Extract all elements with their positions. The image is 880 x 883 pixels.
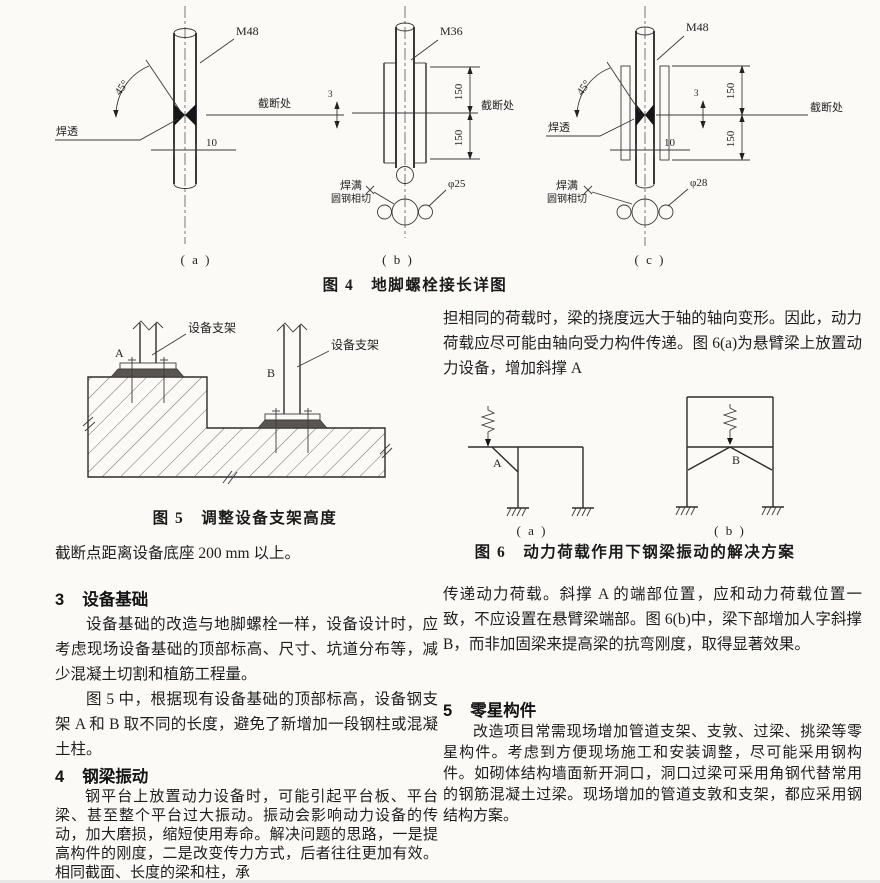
right-column-top-paragraph: 担相同的荷载时，梁的挠度远大于轴的轴向变形。因此，动力荷载应尽可能由轴向受力构件… xyxy=(443,306,862,381)
section4-number: 4 xyxy=(55,768,65,786)
section3-title: 设备基础 xyxy=(82,591,149,609)
fig4c-gap-dim: 3 xyxy=(694,88,699,98)
right-column-mid-paragraph: 传递动力荷载。斜撑 A 的端部位置，应和动力荷载位置一致，不应设置在悬臂梁端部。… xyxy=(443,582,862,657)
fig4c-cut-label: 截断处 xyxy=(810,100,843,114)
section4-body: 钢平台上放置动力设备时，可能引起平台板、平台梁、甚至整个平台过大振动。振动会影响… xyxy=(55,788,438,883)
fig4a-bolt-size-label: M48 xyxy=(236,24,259,38)
fig5-foundation xyxy=(82,376,393,485)
beam-deflection-text: 担相同的荷载时，梁的挠度远大于轴的轴向变形。因此，动力荷载应尽可能由轴向受力构件… xyxy=(443,310,862,377)
fig4c-sublabel: ( c ) xyxy=(635,252,666,267)
fig4c-lower-dim: 150 xyxy=(725,130,737,147)
fig4c-weld-full-label: 焊满 xyxy=(556,178,578,192)
cutoff-distance-text: 截断点距离设备底座 200 mm 以上。 xyxy=(55,545,300,562)
section4-paragraph-1: 钢平台上放置动力设备时，可能引起平台板、平台梁、甚至整个平台过大振动。振动会影响… xyxy=(55,789,438,881)
figure6-caption: 图 6 动力荷载作用下钢梁振动的解决方案 xyxy=(474,544,796,561)
section3-body: 设备基础的改造与地脚螺栓一样，设备设计时，应考虑现场设备基础的顶部标高、尺寸、坑… xyxy=(55,612,438,762)
section3-paragraph-2: 图 5 中，根据现有设备基础的顶部标高，设备钢支架 A 和 B 取不同的长度，避… xyxy=(55,691,438,758)
fig4b-lower-dim: 150 xyxy=(453,129,465,146)
section3-number: 3 xyxy=(55,591,65,609)
brace-position-text: 传递动力荷载。斜撑 A 的端部位置，应和动力荷载位置一致，不应设置在悬臂梁端部。… xyxy=(443,586,862,653)
section4-heading: 4 钢梁振动 xyxy=(55,763,148,787)
fig4c-tangent-label: 圆钢相切 xyxy=(547,192,587,205)
section3-paragraph-1: 设备基础的改造与地脚螺栓一样，设备设计时，应考虑现场设备基础的顶部标高、尺寸、坑… xyxy=(55,616,438,683)
fig6b-sublabel: ( b ) xyxy=(714,523,746,538)
fig6a-brace-marker: A xyxy=(493,456,502,470)
fig5-marker-A: A xyxy=(115,346,124,360)
figure5-support-height-drawing: A 设备支架 B 设备支架 xyxy=(82,320,393,485)
left-column-cutoff-line: 截断点距离设备底座 200 mm 以上。 xyxy=(55,541,438,566)
fig4c-bar-dia-label: φ28 xyxy=(690,177,708,189)
fig4c-width-dim: 10 xyxy=(664,137,676,149)
fig6a-sublabel: ( a ) xyxy=(517,523,548,538)
section5-heading: 5 零星构件 xyxy=(443,697,536,721)
fig4a-weld-label: 焊透 xyxy=(56,124,78,138)
fig4c-weld-label: 焊透 xyxy=(548,120,570,134)
fig4a-width-dim: 10 xyxy=(206,137,218,149)
fig4b-bolt-size-label: M36 xyxy=(440,24,463,38)
fig4b-weld-full-label: 焊满 xyxy=(340,178,362,192)
fig4c-bolt-diagram: 45° 焊透 M48 3 10 150 150 截断处 xyxy=(546,6,843,267)
fig6a-support-left xyxy=(506,507,529,517)
fig4b-sublabel: ( b ) xyxy=(382,252,414,267)
fig4b-tangent-label: 圆钢相切 xyxy=(331,192,371,205)
fig4b-upper-dim: 150 xyxy=(453,83,465,100)
fig6b-support-left xyxy=(675,506,698,516)
fig4a-sublabel: ( a ) xyxy=(181,252,212,267)
section5-number: 5 xyxy=(443,702,453,720)
figure6-vibration-solution-drawing: A ( a ) xyxy=(468,396,784,538)
fig6a-cantilever-frame: A ( a ) xyxy=(468,406,594,538)
fig5-right-support-label: 设备支架 xyxy=(331,338,379,352)
figure4-caption: 图 4 地脚螺栓接长详图 xyxy=(322,277,508,294)
fig6b-portal-frame: B ( b ) xyxy=(675,396,784,538)
fig4b-cut-label: 截断处 xyxy=(481,98,514,112)
fig5-marker-B: B xyxy=(267,366,275,380)
fig5-left-support-label: 设备支架 xyxy=(188,321,236,335)
fig6a-support-right xyxy=(571,507,594,517)
section5-paragraph-1: 改造项目常需现场增加管道支架、支敦、过梁、挑梁等零星构件。考虑到方便现场施工和安… xyxy=(443,724,862,824)
figure5-caption: 图 5 调整设备支架高度 xyxy=(152,510,338,527)
fig4b-bolt-diagram: M36 150 150 截断处 焊满 圆钢相切 φ25 ( b ) xyxy=(331,6,514,267)
section3-heading: 3 设备基础 xyxy=(55,586,148,610)
fig4c-bolt-size-label: M48 xyxy=(686,20,709,34)
fig5-support-A: A 设备支架 xyxy=(110,320,236,403)
fig4b-bar-dia-label: φ25 xyxy=(448,178,466,190)
fig4a-bolt-diagram: 45° 焊透 M48 截断处 3 10 ( a ) xyxy=(55,6,344,267)
figure4-anchor-bolt-detail-drawing: 45° 焊透 M48 截断处 3 10 ( a ) xyxy=(55,6,843,267)
fig6b-support-right xyxy=(761,506,784,516)
section4-title: 钢梁振动 xyxy=(82,768,149,786)
fig4a-cut-label: 截断处 xyxy=(258,96,291,110)
fig4a-gap-dim: 3 xyxy=(328,89,333,99)
section5-title: 零星构件 xyxy=(470,702,537,720)
section5-body: 改造项目常需现场增加管道支架、支敦、过梁、挑梁等零星构件。考虑到方便现场施工和安… xyxy=(443,722,862,827)
fig4c-upper-dim: 150 xyxy=(725,82,737,99)
fig5-support-B: B 设备支架 xyxy=(257,322,379,453)
fig6b-brace-marker: B xyxy=(732,453,740,467)
